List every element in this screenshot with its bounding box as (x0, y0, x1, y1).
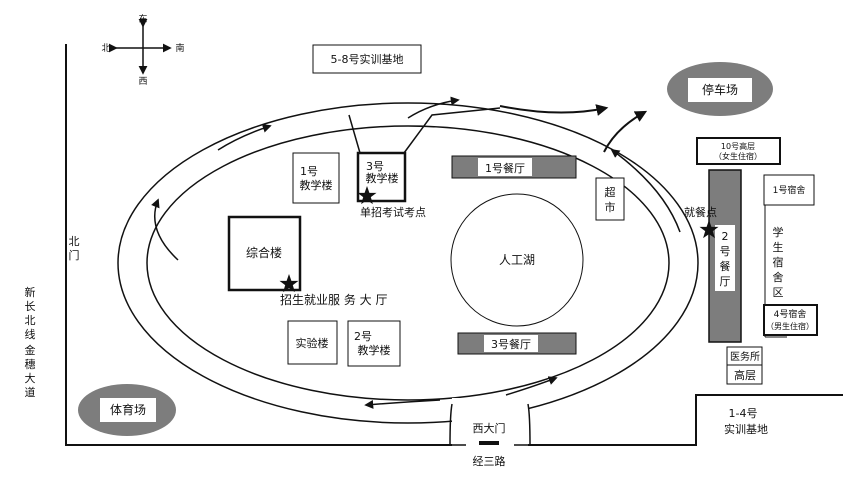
supermarket[interactable]: 超 市 (595, 177, 625, 221)
teaching-building-3-num: 3号 (366, 160, 384, 173)
dining-point-label: 就餐点 (684, 205, 717, 219)
road-xinchang-label: 新 长 北 线 (25, 285, 36, 341)
compass-rose: 东 西 北 南 (101, 13, 184, 87)
complex-building-label: 综合楼 (246, 245, 282, 260)
canteen-1-label: 1号餐厅 (485, 161, 525, 175)
highrise-label: 高层 (734, 368, 756, 382)
supermarket-label-1: 超 (605, 185, 616, 199)
canteen-2[interactable]: 2 号 餐 厅 (708, 169, 742, 343)
road-jingsan-label: 经三路 (473, 455, 506, 468)
lake-label: 人工湖 (499, 252, 535, 267)
road-xinchang-char-3: 北 (25, 314, 36, 327)
dorm-area-char-3: 宿 (773, 255, 784, 269)
north-gate-char-1: 北 (69, 235, 80, 248)
training-base-1-4[interactable]: 1-4号 实训基地 (709, 400, 779, 442)
service-hall-star-icon (279, 274, 299, 293)
teaching-building-3-name: 教学楼 (366, 171, 399, 185)
teaching-building-3[interactable]: 3号 教学楼 (348, 107, 501, 203)
highrise[interactable]: 高层 (726, 364, 763, 385)
exam-point-star-icon (357, 186, 377, 205)
stadium-label: 体育场 (110, 402, 146, 417)
training-base-5-8[interactable]: 5-8号实训基地 (312, 44, 422, 74)
canteen-1[interactable]: 1号餐厅 (451, 155, 577, 179)
road-jinsui-label: 金 穗 大 道 (25, 343, 36, 399)
dorm-area-char-4: 舍 (773, 270, 784, 284)
compass-east: 东 (138, 13, 147, 25)
canteen-2-char-4: 厅 (720, 275, 731, 288)
training-base-1-4-sub: 实训基地 (724, 422, 768, 436)
canteen-2-char-2: 号 (720, 245, 731, 258)
west-gate[interactable]: 西大门 (459, 418, 519, 438)
dorm-10-highrise[interactable]: 10号高层 （女生住宿） (696, 137, 781, 165)
dorm-area-char-5: 区 (773, 286, 784, 299)
north-gate-label: 北 门 (69, 235, 80, 262)
ring-road (117, 102, 699, 424)
dorm-4-label: 4号宿舍 (774, 308, 807, 320)
canteen-3-label: 3号餐厅 (491, 337, 531, 351)
teaching-building-1-name: 教学楼 (300, 178, 333, 192)
road-jinsui-char-2: 穗 (25, 358, 36, 371)
service-hall-label: 招生就业服 务 大 厅 (280, 292, 387, 307)
parking-label: 停车场 (702, 82, 738, 97)
dorm-10-sub: （女生住宿） (714, 151, 762, 161)
campus-boundary (65, 44, 843, 446)
road-jinsui-char-1: 金 (25, 343, 36, 357)
complex-building[interactable]: 综合楼 (227, 215, 302, 292)
supermarket-label-2: 市 (605, 200, 616, 214)
road-jinsui-char-4: 道 (25, 385, 36, 399)
clinic-label: 医务所 (730, 350, 760, 363)
teaching-building-2-name: 教学楼 (358, 343, 391, 357)
exam-point-label: 单招考试考点 (360, 205, 426, 219)
compass-west: 西 (138, 76, 147, 87)
teaching-building-1-num: 1号 (300, 165, 318, 178)
west-gate-road (449, 403, 531, 446)
clinic[interactable]: 医务所 (726, 346, 763, 366)
road-xinchang-char-1: 新 (25, 285, 36, 299)
compass-south: 南 (175, 42, 184, 54)
canteen-2-char-3: 餐 (720, 259, 731, 273)
road-jinsui-char-3: 大 (25, 371, 36, 385)
teaching-building-1[interactable]: 1号 教学楼 (292, 152, 340, 204)
north-gate-char-2: 门 (69, 248, 80, 262)
artificial-lake[interactable]: 人工湖 (450, 193, 584, 327)
west-gate-bar (479, 441, 499, 445)
teaching-building-2-num: 2号 (354, 330, 372, 343)
training-base-1-4-label: 1-4号 (729, 407, 758, 420)
dorm-4-sub: （男生住宿） (766, 321, 814, 331)
stadium[interactable]: 体育场 (78, 384, 176, 436)
teaching-building-2[interactable]: 2号 教学楼 (347, 320, 401, 367)
dorm-area-char-1: 学 (773, 225, 784, 239)
dorm-area-char-2: 生 (773, 240, 784, 254)
training-base-5-8-label: 5-8号实训基地 (331, 52, 404, 66)
dorm-1[interactable]: 1号宿舍 (763, 174, 815, 206)
canteen-2-char-1: 2 (722, 230, 729, 243)
dorm-area-label: 学 生 宿 舍 区 (773, 225, 784, 299)
parking-lot[interactable]: 停车场 (667, 62, 773, 116)
dorm-10-label: 10号高层 (721, 141, 755, 151)
road-xinchang-char-4: 线 (25, 327, 36, 341)
west-gate-label: 西大门 (473, 421, 506, 435)
lab-building-label: 实验楼 (296, 336, 329, 350)
dorm-4[interactable]: 4号宿舍 （男生住宿） (763, 304, 818, 336)
dorm-1-label: 1号宿舍 (773, 184, 806, 196)
canteen-3[interactable]: 3号餐厅 (457, 332, 577, 355)
traffic-arrows (151, 96, 681, 409)
dining-point-star-icon (699, 220, 719, 239)
compass-north: 北 (101, 43, 110, 54)
road-xinchang-char-2: 长 (25, 300, 36, 313)
lab-building[interactable]: 实验楼 (287, 320, 338, 365)
